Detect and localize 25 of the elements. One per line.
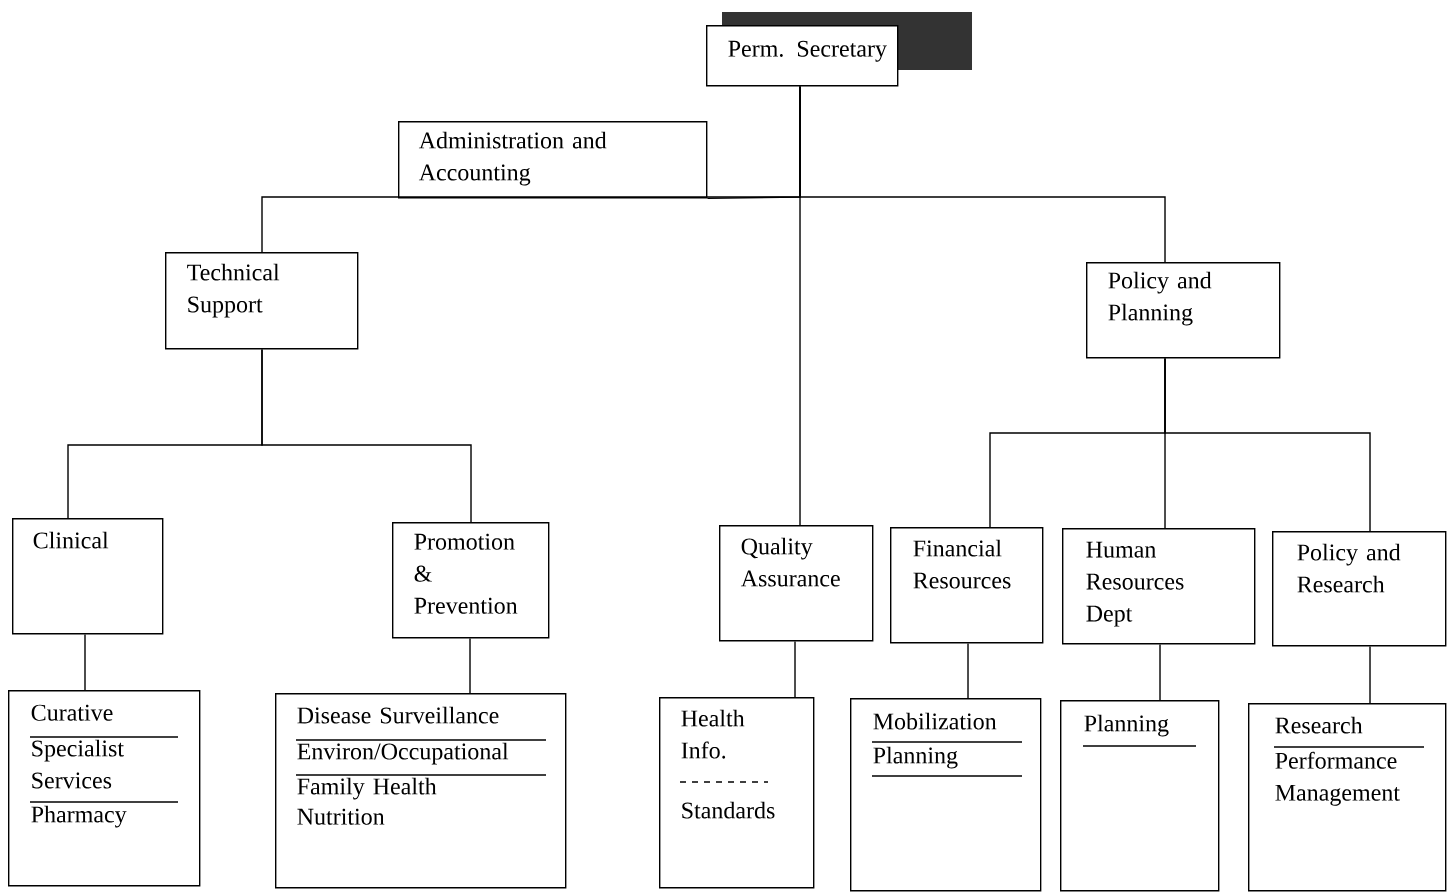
org-box: Health Info. Standards (659, 697, 815, 889)
connector-line (967, 642, 969, 699)
org-box: Mobilization Planning (850, 698, 1042, 892)
org-box: Perm. Secretary (706, 12, 972, 87)
org-box: Planning (1060, 700, 1220, 892)
org-box: Policy and Research (1272, 531, 1447, 647)
org-box: Curative Specialist Services Pharmacy (8, 690, 201, 887)
connector-line (469, 637, 471, 694)
org-box: Disease Surveillance Environ/Occupational Family Health Nutrition (275, 693, 567, 889)
org-box: Policy and Planning (1086, 262, 1281, 359)
org-box: Financial Resources (890, 527, 1044, 644)
connector-line (1159, 643, 1161, 701)
connector-line (84, 633, 86, 691)
org-box: Administration and Accounting (398, 121, 708, 199)
org-box: Promotion & Prevention (392, 522, 550, 639)
connector-line (794, 640, 796, 698)
connector-line (799, 85, 801, 526)
org-box: Research Performance Management (1248, 703, 1447, 892)
org-box: Human Resources Dept (1062, 528, 1256, 645)
org-box: Clinical (12, 518, 164, 635)
connector-line (1369, 645, 1371, 704)
connector-line (1164, 357, 1371, 532)
org-box: Quality Assurance (719, 525, 874, 642)
connector-line (261, 348, 472, 523)
org-box: Technical Support (165, 252, 359, 350)
